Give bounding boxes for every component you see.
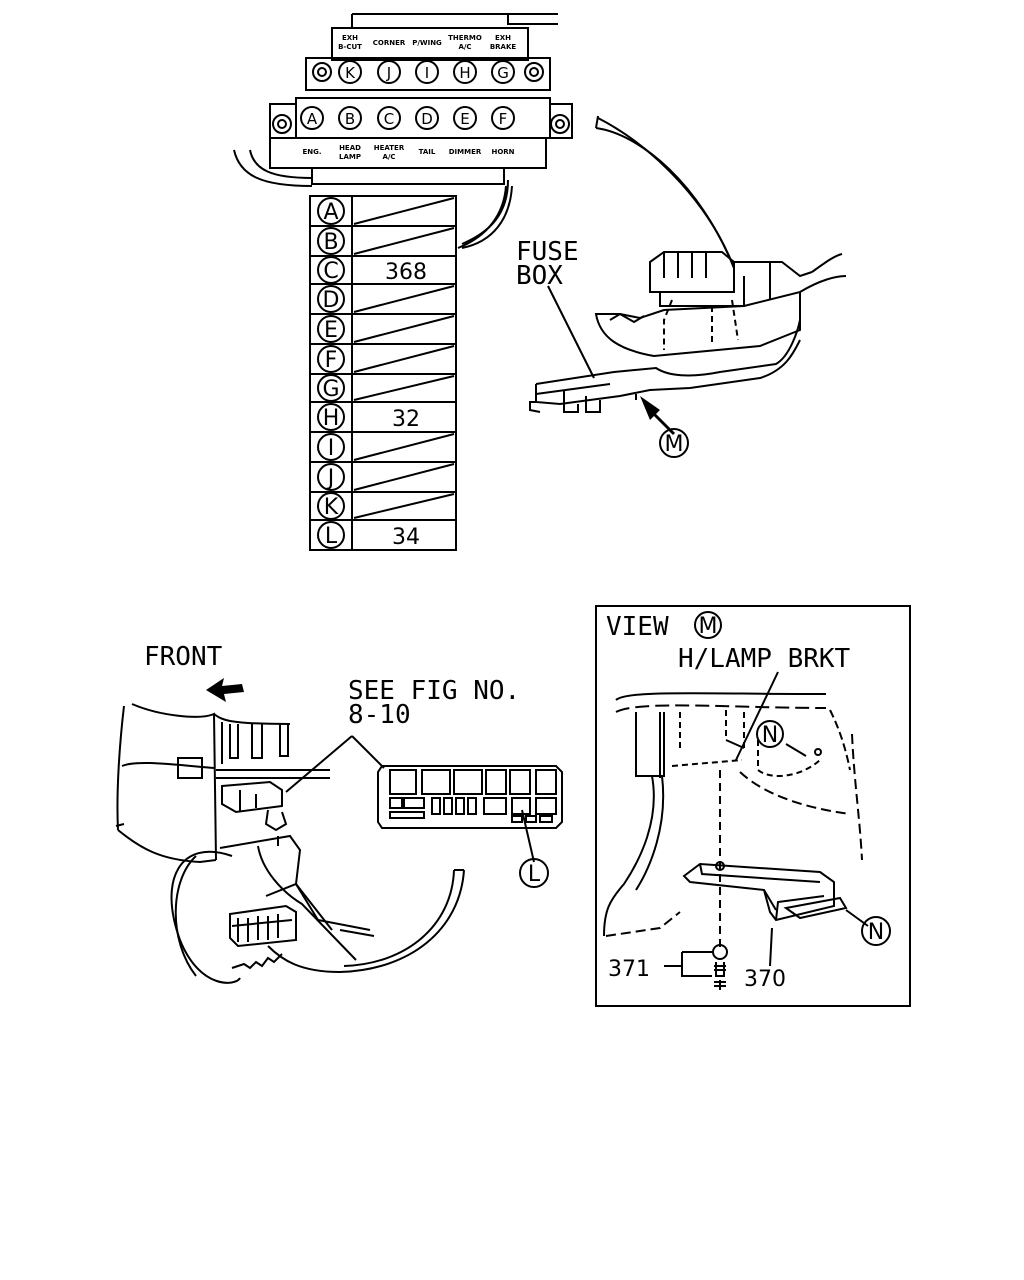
- row-letter: J: [326, 466, 335, 491]
- see-fig-line2: 8-10: [348, 700, 411, 730]
- row-letter: E: [324, 318, 338, 343]
- row-letter: A: [323, 200, 338, 225]
- fuse-slot-d: D TAIL: [415, 106, 439, 156]
- fuse-table-grid: [309, 195, 457, 551]
- fuse-label-1: HEAD: [339, 144, 361, 152]
- fuse-slot-i: I P/WING: [412, 39, 442, 84]
- fuse-letter: B: [345, 110, 355, 128]
- table-row: C 368: [317, 256, 427, 285]
- table-row: H 32: [317, 403, 420, 432]
- part-371-label: 371: [608, 957, 650, 982]
- view-m-panel: [595, 605, 911, 1007]
- row-part: 32: [392, 407, 420, 432]
- view-panel-title-marker: M: [699, 614, 718, 639]
- table-row: G: [317, 374, 345, 402]
- fuse-slot-a: A ENG.: [300, 106, 324, 156]
- fuse-label-1: THERMO: [448, 34, 482, 42]
- fuse-slot-c: C HEATER A/C: [374, 106, 405, 161]
- table-row: J: [317, 463, 345, 491]
- fuse-letter: J: [386, 64, 391, 82]
- part-370-label: 370: [744, 967, 786, 992]
- fuse-slot-h: H THERMO A/C: [448, 34, 482, 84]
- fuse-box-top-detail: [233, 13, 573, 245]
- fuse-letter: I: [425, 64, 429, 82]
- fuse-label-2: LAMP: [339, 153, 361, 161]
- see-fig-line1: SEE FIG NO.: [348, 676, 520, 706]
- fuse-label-1: DIMMER: [449, 148, 482, 156]
- fuse-label-1: EXH: [495, 34, 511, 42]
- h-lamp-brkt-label: H/LAMP BRKT: [678, 644, 851, 674]
- row-letter: C: [323, 259, 338, 284]
- fuse-lower-row: A ENG. B HEAD LAMP C HEATER A/C D TAIL E…: [300, 106, 515, 161]
- table-row: K: [317, 492, 345, 520]
- fuse-letter: H: [459, 64, 470, 82]
- row-part: 368: [385, 260, 427, 285]
- fuse-label-1: CORNER: [373, 39, 406, 47]
- fuse-label-2: A/C: [382, 153, 395, 161]
- fuse-label-1: HEATER: [374, 144, 405, 152]
- table-row: L 34: [317, 521, 420, 550]
- table-row: E: [317, 315, 345, 343]
- fuse-upper-row: K EXH B-CUT J CORNER I P/WING H THERMO A…: [338, 34, 517, 84]
- row-letter: I: [328, 436, 335, 461]
- fuse-box-frame-view: [529, 251, 847, 413]
- fuse-label-1: ENG.: [302, 148, 321, 156]
- view-m-marker: M: [665, 432, 684, 457]
- connector-l-marker: L: [528, 862, 541, 887]
- n-marker-right: N: [868, 920, 884, 945]
- table-row: B: [317, 227, 345, 255]
- fuse-label-1: P/WING: [412, 39, 442, 47]
- fuse-box-label-line2: BOX: [516, 261, 563, 291]
- fuse-letter: K: [345, 64, 356, 82]
- fuse-label-2: BRAKE: [490, 43, 517, 51]
- row-letter: K: [324, 495, 339, 520]
- row-part: 34: [392, 525, 420, 550]
- fuse-slot-k: K EXH B-CUT: [338, 34, 362, 84]
- row-letter: H: [323, 406, 340, 431]
- fuse-label-1: TAIL: [419, 148, 436, 156]
- fuse-letter: G: [497, 64, 509, 82]
- row-letter: D: [323, 288, 340, 313]
- fuse-slot-f: F HORN: [491, 106, 515, 156]
- fuse-label-2: A/C: [458, 43, 471, 51]
- view-panel-title: VIEW: [606, 612, 669, 642]
- fuse-letter: D: [421, 110, 433, 128]
- truck-cab-illustration: [115, 678, 385, 984]
- table-row: I: [317, 433, 345, 461]
- row-letter: B: [323, 230, 338, 255]
- fuse-box-label-line1: FUSE: [516, 237, 579, 267]
- row-letter: F: [325, 348, 338, 373]
- front-label: FRONT: [144, 642, 223, 672]
- fuse-slot-g: G EXH BRAKE: [490, 34, 517, 84]
- fuse-letter: C: [384, 110, 394, 128]
- n-marker-upper: N: [762, 723, 778, 748]
- fuse-label-2: B-CUT: [338, 43, 362, 51]
- row-letter: L: [325, 524, 338, 549]
- fuse-table: A B C 368 D E F G: [317, 197, 427, 550]
- fuse-slot-e: E DIMMER: [449, 106, 482, 156]
- fuse-slot-b: B HEAD LAMP: [338, 106, 362, 161]
- table-row: D: [317, 285, 345, 313]
- table-row: A: [317, 197, 345, 225]
- table-row: F: [317, 345, 345, 373]
- fuse-label-1: HORN: [491, 148, 514, 156]
- connector-face: [377, 765, 563, 863]
- fuse-label-1: EXH: [342, 34, 358, 42]
- fuse-letter: A: [307, 110, 318, 128]
- row-letter: G: [322, 377, 339, 402]
- fuse-letter: E: [460, 110, 469, 128]
- fuse-letter: F: [499, 110, 508, 128]
- fuse-slot-j: J CORNER: [373, 39, 406, 84]
